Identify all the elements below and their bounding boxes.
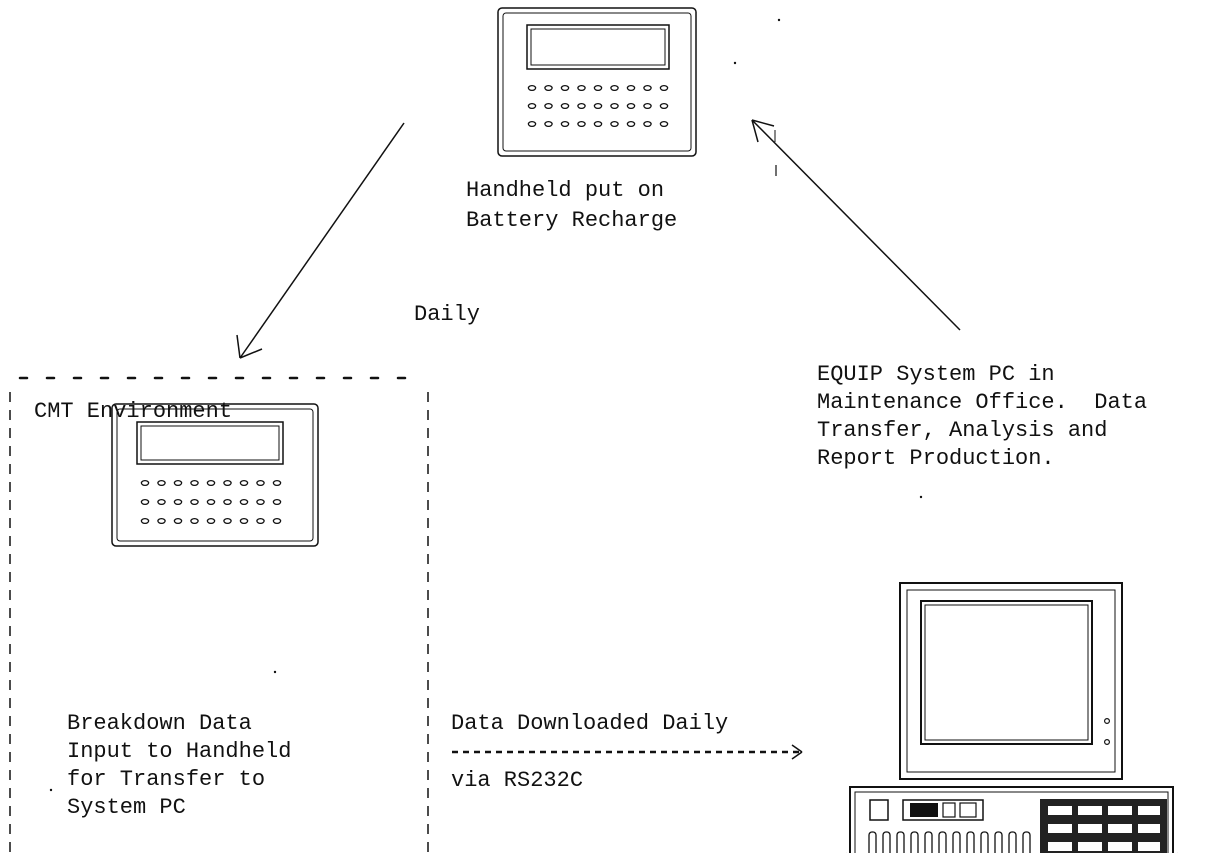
desktop-computer-icon	[846, 582, 1178, 853]
cmt-caption-line4: System PC	[67, 795, 186, 820]
system-pc-caption-line4: Report Production.	[817, 446, 1055, 471]
data-transfer-arrow	[452, 744, 803, 760]
cmt-caption-line2: Input to Handheld	[67, 739, 292, 764]
cycle-label: Daily	[414, 302, 481, 327]
handheld-cmt-icon	[111, 403, 319, 547]
cmt-caption-line3: for Transfer to	[67, 767, 266, 792]
cmt-caption-line1: Breakdown Data	[67, 711, 252, 736]
system-pc-caption-line2: Maintenance Office. Data	[817, 390, 1148, 415]
arrow-to-battery-recharge	[751, 119, 961, 331]
cmt-environment-title: CMT Environment	[34, 399, 233, 424]
system-pc-caption-line1: EQUIP System PC in	[817, 362, 1055, 387]
battery-recharge-caption-line1: Handheld put on	[466, 178, 665, 203]
scan-specks	[49, 18, 923, 792]
arrow-to-cmt-environment	[236, 122, 405, 359]
cmt-environment-boundary	[9, 376, 429, 853]
transfer-label-bottom: via RS232C	[451, 768, 584, 793]
transfer-label-top: Data Downloaded Daily	[451, 711, 729, 736]
handheld-top-icon	[497, 7, 697, 157]
system-pc-caption-line3: Transfer, Analysis and	[817, 418, 1108, 443]
battery-recharge-caption-line2: Battery Recharge	[466, 208, 678, 233]
